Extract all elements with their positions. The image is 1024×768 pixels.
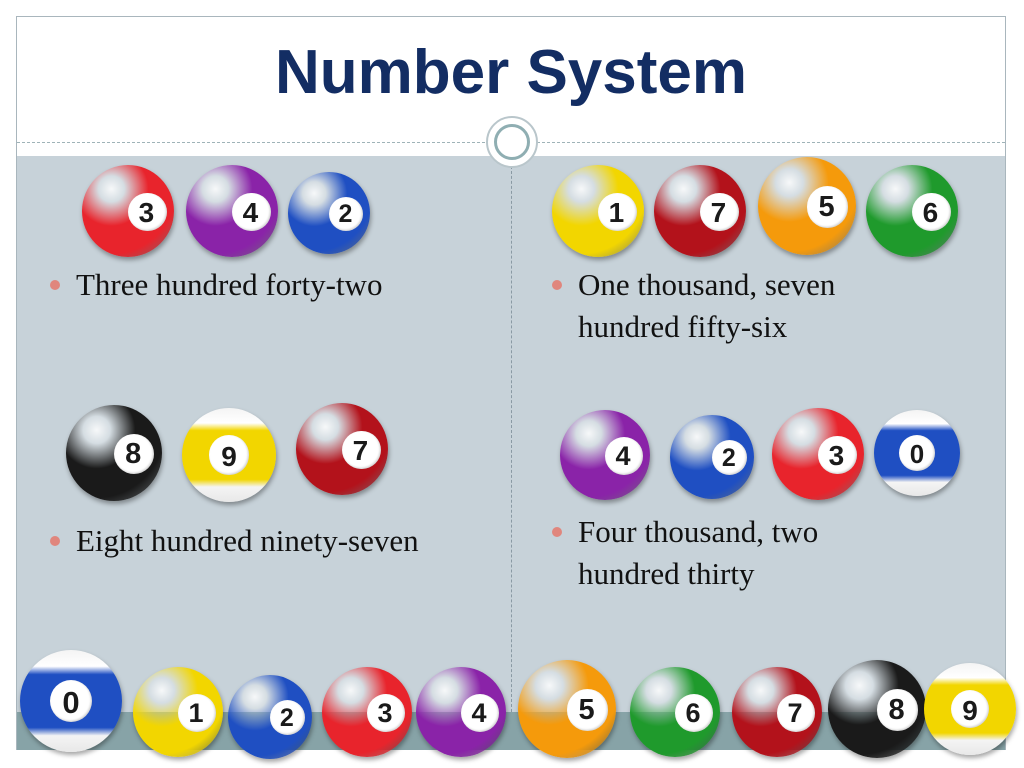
ball-number: 2 (338, 200, 353, 229)
billiard-ball-bottom-0: 0 (20, 650, 122, 752)
billiard-ball-bottom-1: 1 (133, 667, 223, 757)
ball-number-face (342, 430, 381, 470)
ball-number-face (178, 694, 216, 732)
ball-number-face (877, 689, 919, 731)
ball-number-face (114, 433, 155, 475)
ball-number-face (712, 440, 748, 476)
ball-number: 7 (710, 196, 727, 228)
ball-number: 7 (352, 434, 369, 466)
billiard-ball-q2-6: 6 (866, 165, 958, 257)
ball-number-face (777, 694, 815, 732)
ball-number-face (128, 192, 167, 232)
billiard-ball-q2-5: 5 (758, 157, 856, 255)
quadrant-3-label: Eight hundred ninety-seven (76, 523, 419, 558)
ball-number-face (898, 434, 936, 472)
billiard-ball-q4-0: 0 (874, 410, 960, 496)
billiard-ball-bottom-2: 2 (228, 675, 312, 759)
billiard-ball-q4-3: 3 (772, 408, 864, 500)
quadrant-2-label: One thousand, seven hundred fifty-six (578, 267, 836, 344)
ball-number: 7 (787, 698, 803, 729)
ball-number: 1 (188, 698, 204, 729)
ball-number-face (49, 679, 93, 723)
ball-number: 4 (242, 196, 259, 228)
ball-number-face (675, 694, 713, 732)
ball-number-face (461, 694, 499, 732)
ball-number: 2 (721, 444, 736, 473)
billiard-ball-q1-2: 2 (288, 172, 370, 254)
ball-number: 0 (62, 685, 80, 721)
billiard-ball-q1-4: 4 (186, 165, 278, 257)
ball-number-face (818, 435, 857, 475)
billiard-ball-bottom-7: 7 (732, 667, 822, 757)
bullet-icon (50, 280, 60, 290)
bullet-icon (552, 527, 562, 537)
ball-number-face (270, 700, 306, 736)
ball-number-face (209, 435, 249, 475)
billiard-ball-bottom-8: 8 (828, 660, 926, 758)
billiard-ball-q1-3: 3 (82, 165, 174, 257)
billiard-ball-bottom-9: 9 (924, 663, 1016, 755)
circle-ornament-inner (494, 124, 530, 160)
column-divider (511, 156, 512, 712)
ball-number: 3 (138, 196, 155, 228)
ball-number: 9 (962, 694, 978, 726)
billiard-ball-bottom-6: 6 (630, 667, 720, 757)
ball-number: 9 (221, 440, 237, 472)
billiard-ball-q4-4: 4 (560, 410, 650, 500)
bullet-icon (552, 280, 562, 290)
billiard-ball-bottom-3: 3 (322, 667, 412, 757)
billiard-ball-q4-2: 2 (670, 415, 754, 499)
ball-number: 6 (685, 698, 701, 729)
ball-number-face (232, 192, 271, 232)
quadrant-1-text: Three hundred forty-two (50, 264, 496, 306)
ball-number: 1 (608, 196, 625, 228)
ball-number: 5 (578, 694, 595, 727)
ball-number-face (605, 437, 643, 475)
quadrant-1-label: Three hundred forty-two (76, 267, 383, 302)
circle-ornament-icon (486, 116, 538, 168)
slide-title: Number System (274, 38, 748, 107)
billiard-ball-bottom-4: 4 (416, 667, 506, 757)
quadrant-3-text: Eight hundred ninety-seven (50, 520, 436, 562)
ball-number-face (367, 694, 405, 732)
bullet-icon (50, 536, 60, 546)
ball-number-face (598, 192, 637, 232)
billiard-ball-q3-9: 9 (182, 408, 276, 502)
ball-number: 8 (125, 438, 142, 471)
ball-number: 3 (828, 439, 845, 471)
ball-number: 3 (377, 698, 393, 729)
billiard-ball-q3-7: 7 (296, 403, 388, 495)
quadrant-4-label: Four thousand, two hundred thirty (578, 514, 819, 591)
ball-number: 4 (471, 698, 487, 729)
ball-number-face (912, 192, 951, 232)
ball-number-face (950, 689, 990, 729)
quadrant-4-text: Four thousand, two hundred thirty (552, 511, 898, 595)
billiard-ball-q2-7: 7 (654, 165, 746, 257)
ball-number-face (329, 196, 364, 232)
ball-number-face (567, 689, 609, 731)
billiard-ball-q2-1: 1 (552, 165, 644, 257)
ball-number: 0 (909, 439, 925, 470)
ball-number: 2 (279, 704, 294, 733)
billiard-ball-bottom-5: 5 (518, 660, 616, 758)
ball-number: 6 (922, 196, 939, 228)
ball-number-face (700, 192, 739, 232)
ball-number: 8 (888, 694, 905, 727)
ball-number: 5 (818, 191, 835, 224)
ball-number-face (807, 186, 849, 228)
billiard-ball-q3-8: 8 (66, 405, 162, 501)
quadrant-2-text: One thousand, seven hundred fifty-six (552, 264, 918, 348)
ball-number: 4 (615, 441, 631, 472)
